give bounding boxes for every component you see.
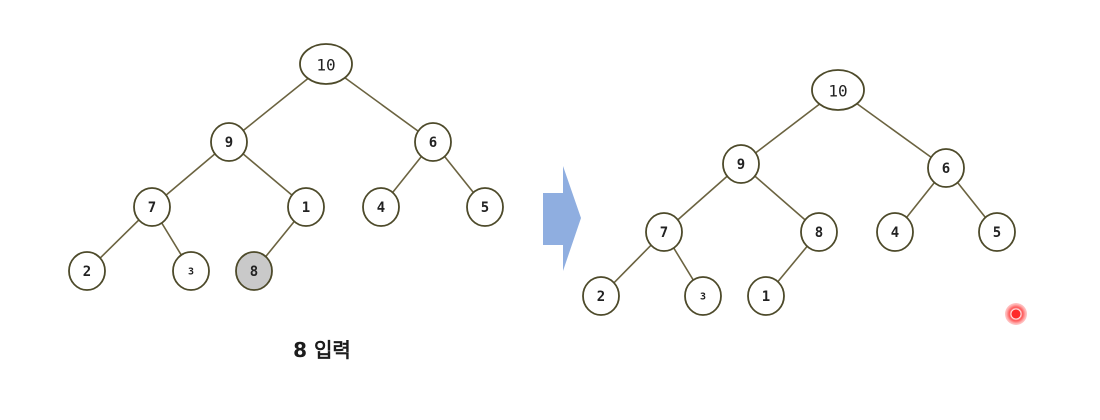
tree-node-a8: 8 <box>235 251 273 291</box>
node-label: 6 <box>942 161 950 177</box>
node-label: 8 <box>815 225 823 241</box>
node-circle <box>172 251 210 291</box>
tree-node-a7: 7 <box>133 187 171 227</box>
node-label: 4 <box>377 200 385 216</box>
node-circle <box>800 212 838 252</box>
tree-node-a10: 10 <box>299 43 353 85</box>
tree-node-b7: 7 <box>645 212 683 252</box>
node-circle <box>466 187 504 227</box>
tree-node-a5: 5 <box>466 187 504 227</box>
tree-after: 10 9 6 7 8 4 5 2 3 1 <box>582 69 1016 316</box>
node-label: 6 <box>429 135 437 151</box>
node-circle <box>722 144 760 184</box>
node-circle <box>684 276 722 316</box>
node-label: 2 <box>83 264 91 280</box>
node-label: 5 <box>481 200 489 216</box>
node-circle <box>210 122 248 162</box>
node-circle <box>414 122 452 162</box>
node-label: 4 <box>891 225 899 241</box>
node-label: 3 <box>188 267 194 278</box>
node-label: 1 <box>302 200 310 216</box>
node-label: 8 <box>250 264 258 280</box>
node-circle <box>978 212 1016 252</box>
mouse-pointer-indicator <box>1005 303 1027 325</box>
tree-node-a9: 9 <box>210 122 248 162</box>
node-circle <box>68 251 106 291</box>
tree-node-b10: 10 <box>811 69 865 111</box>
tree-node-b6: 6 <box>927 148 965 188</box>
node-label: 9 <box>737 157 745 173</box>
node-circle <box>133 187 171 227</box>
node-label: 5 <box>993 225 1001 241</box>
tree-node-a1: 1 <box>287 187 325 227</box>
node-circle <box>927 148 965 188</box>
tree-node-b8: 8 <box>800 212 838 252</box>
tree-node-b1: 1 <box>747 276 785 316</box>
node-label: 10 <box>316 56 335 75</box>
tree-before: 10 9 6 7 1 4 5 2 3 8 <box>68 43 504 291</box>
right-arrow-icon <box>543 166 581 271</box>
node-circle <box>582 276 620 316</box>
node-circle <box>299 43 353 85</box>
node-circle <box>876 212 914 252</box>
node-circle <box>811 69 865 111</box>
node-circle <box>645 212 683 252</box>
node-circle <box>235 251 273 291</box>
node-label: 7 <box>148 200 156 216</box>
node-circle <box>747 276 785 316</box>
tree-node-a4: 4 <box>362 187 400 227</box>
node-circle <box>362 187 400 227</box>
tree-node-b5: 5 <box>978 212 1016 252</box>
tree-node-a6: 6 <box>414 122 452 162</box>
node-label: 7 <box>660 225 668 241</box>
node-label: 3 <box>700 292 706 303</box>
tree-node-b9: 9 <box>722 144 760 184</box>
diagram-caption: 8 입력 <box>293 338 351 362</box>
tree-node-b4: 4 <box>876 212 914 252</box>
node-circle <box>287 187 325 227</box>
node-label: 2 <box>597 289 605 305</box>
tree-node-b2: 2 <box>582 276 620 316</box>
tree-node-a2: 2 <box>68 251 106 291</box>
tree-node-a3: 3 <box>172 251 210 291</box>
node-label: 1 <box>762 289 770 305</box>
node-label: 9 <box>225 135 233 151</box>
node-label: 10 <box>828 82 847 101</box>
tree-node-b3: 3 <box>684 276 722 316</box>
